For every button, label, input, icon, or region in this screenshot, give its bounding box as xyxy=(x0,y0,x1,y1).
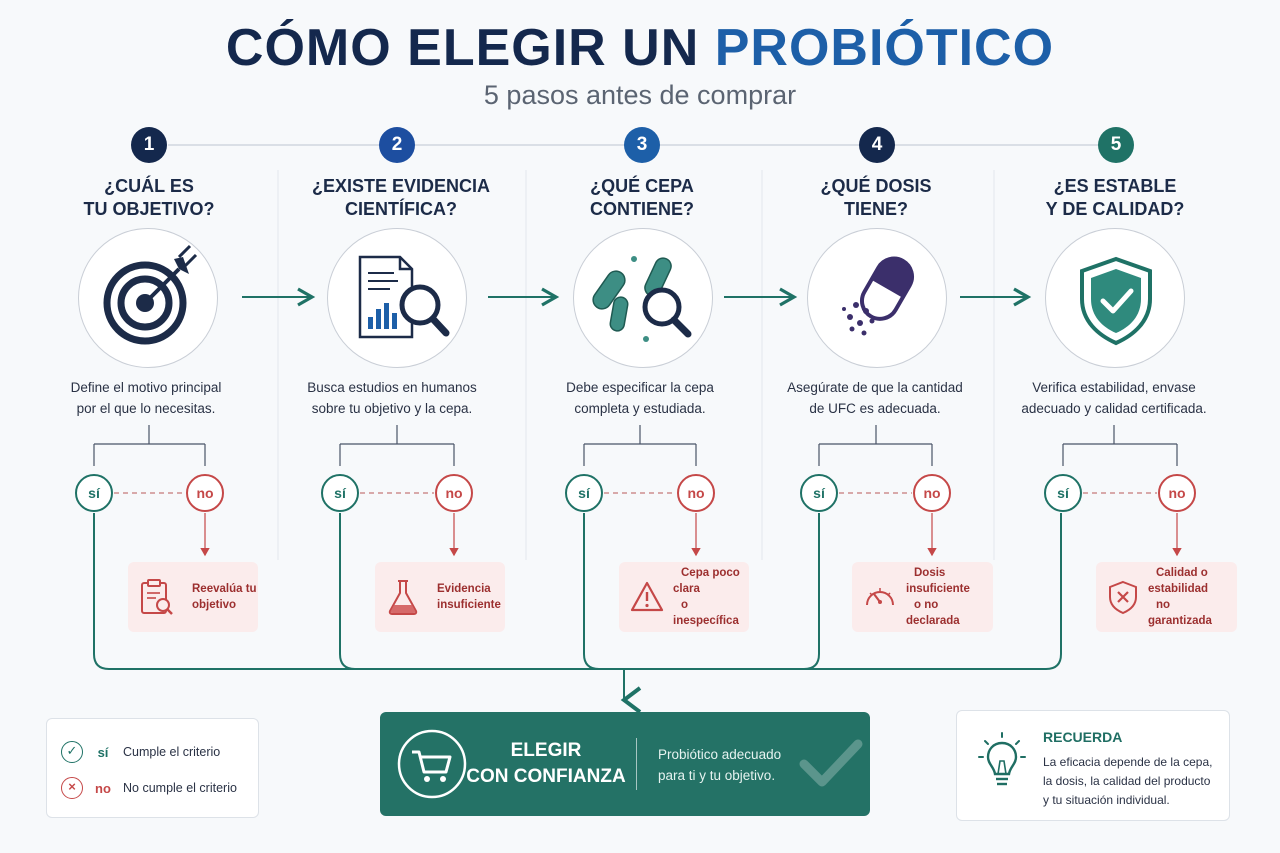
step-4-badge: 4 xyxy=(859,127,895,163)
step-4-description: Asegúrate de que la cantidad de UFC es a… xyxy=(787,380,963,416)
remember-box: RECUERDA La eficacia depende de la cepa,… xyxy=(956,710,1230,821)
title-main: CÓMO ELEGIR UN xyxy=(225,19,700,77)
legend-yes: ✓ sí Cumple el criterio xyxy=(61,741,220,763)
page-subtitle: 5 pasos antes de comprar xyxy=(483,80,797,110)
step-5-badge: 5 xyxy=(1098,127,1134,163)
gauge-icon xyxy=(866,588,894,606)
check-icon: ✓ xyxy=(61,741,83,763)
step-2-icon-circle xyxy=(327,228,467,368)
step-1-badge: 1 xyxy=(131,127,167,163)
cta-title: ELEGIR CON CONFIANZA xyxy=(466,740,626,787)
shield-x-icon xyxy=(1109,580,1137,615)
clipboard-search-icon xyxy=(141,579,173,615)
step-2-yes: sí xyxy=(321,474,359,512)
lightbulb-icon xyxy=(978,732,1026,786)
cta-divider xyxy=(636,738,637,790)
step-2-question: ¿EXISTE EVIDENCIA CIENTÍFICA? xyxy=(311,176,491,219)
legend-no: × no No cumple el criterio xyxy=(61,777,237,799)
step-4-question: ¿QUÉ DOSIS TIENE? xyxy=(820,176,932,219)
remember-title: RECUERDA xyxy=(1043,729,1123,745)
step-2-badge: 2 xyxy=(379,127,415,163)
remember-text: La eficacia depende de la cepa, la dosis… xyxy=(1043,755,1213,807)
legend: ✓ sí Cumple el criterio × no No cumple e… xyxy=(46,718,259,818)
step-5-description: Verifica estabilidad, envase adecuado y … xyxy=(1021,380,1207,416)
step-1-no: no xyxy=(186,474,224,512)
warning-icon xyxy=(630,581,664,612)
step-5-question: ¿ES ESTABLE Y DE CALIDAD? xyxy=(1045,176,1185,219)
cta-subtitle: Probiótico adecuado para ti y tu objetiv… xyxy=(658,747,782,783)
capsule-icon xyxy=(842,256,914,336)
step-3-no: no xyxy=(677,474,715,512)
step-3-description: Debe especificar la cepa completa y estu… xyxy=(566,380,714,416)
step-3-yes: sí xyxy=(565,474,603,512)
step-5-yes: sí xyxy=(1044,474,1082,512)
shield-check-icon xyxy=(1080,256,1152,346)
cart-icon xyxy=(397,729,467,799)
page-title: CÓMO ELEGIR UN PROBIÓTICO xyxy=(0,18,1280,78)
flask-icon xyxy=(388,580,418,615)
step-2-no: no xyxy=(435,474,473,512)
step-4-no: no xyxy=(913,474,951,512)
step-1-question: ¿CUÁL ES TU OBJETIVO? xyxy=(83,176,215,219)
step-5-icon-circle xyxy=(1045,228,1185,368)
step-2-description: Busca estudios en humanos sobre tu objet… xyxy=(307,380,477,416)
document-search-icon xyxy=(358,255,450,339)
step-1-icon-circle xyxy=(78,228,218,368)
step-3-question: ¿QUÉ CEPA CONTIENE? xyxy=(589,176,694,219)
step-1-yes: sí xyxy=(75,474,113,512)
target-icon xyxy=(103,244,198,345)
step-3-badge: 3 xyxy=(624,127,660,163)
checkmark-watermark-icon xyxy=(799,739,863,787)
step-5-no: no xyxy=(1158,474,1196,512)
bacteria-search-icon xyxy=(592,256,692,342)
step-1-description: Define el motivo principal por el que lo… xyxy=(70,380,222,416)
step-4-icon-circle xyxy=(807,228,947,368)
title-accent: PROBIÓTICO xyxy=(714,19,1055,77)
step-3-icon-circle xyxy=(573,228,713,368)
step-4-yes: sí xyxy=(800,474,838,512)
choose-with-confidence-banner: ELEGIR CON CONFIANZA Probiótico adecuado… xyxy=(380,712,870,816)
x-icon: × xyxy=(61,777,83,799)
